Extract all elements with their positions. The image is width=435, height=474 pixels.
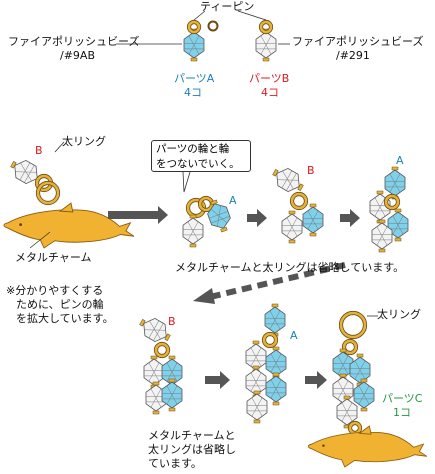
jump-ring-highlight [154, 342, 170, 358]
arrow-5 [305, 371, 327, 389]
step1-bead-b [10, 159, 42, 185]
omitted-note-b-2: 太リングは省略し [148, 443, 236, 456]
step4-bead-a [384, 166, 406, 200]
enlarge-note-3: を拡大しています。 [16, 312, 114, 325]
step2-bead-a [207, 199, 231, 233]
step7-dolphin-charm [307, 425, 428, 468]
arrow-4 [205, 371, 230, 389]
step7-big-ring-label: 太リング [377, 308, 421, 321]
part-b-name: ファイアポリッシュビーズ [292, 35, 424, 48]
arrow-1 [108, 206, 168, 224]
omitted-note-b-3: ています。 [148, 457, 202, 470]
step1-charm-label: メタルチャーム [15, 251, 92, 264]
step3-b-marker: B [307, 164, 315, 177]
jump-ring-highlight [342, 339, 358, 355]
part-b-label: パーツB [249, 72, 290, 85]
step7-bead-b2 [336, 395, 358, 429]
step2-bead-b [182, 214, 204, 248]
enlarge-note-2: ために、ピンの輪 [16, 298, 104, 311]
part-c-label: パーツC [382, 392, 423, 405]
jump-ring-highlight [259, 20, 273, 34]
step3-bead-b [272, 167, 304, 193]
step5-bead-a2 [161, 378, 183, 412]
arrow-3 [340, 209, 360, 227]
jump-ring-highlight [187, 20, 201, 34]
step6-bead-b3 [246, 390, 268, 424]
part-a-code: /#9AB [60, 49, 95, 62]
t-pin-label: ティーピン [200, 0, 255, 13]
part-a-bead [183, 28, 205, 62]
part-b-code: /#291 [336, 49, 370, 62]
jump-ring-highlight [36, 181, 60, 205]
part-b-qty: 4コ [261, 86, 279, 99]
step1-b-marker: B [35, 144, 43, 157]
step6-a-marker: A [290, 329, 298, 342]
part-a-label: パーツA [174, 72, 215, 85]
jump-ring-highlight [339, 311, 367, 339]
part-b-bead [255, 28, 277, 62]
step3-bead-a [302, 203, 324, 237]
callout-tail [182, 171, 191, 193]
callout-line-1: パーツの輪と輪 [156, 143, 230, 155]
arrow-2 [247, 209, 267, 227]
jump-ring-highlight [262, 332, 278, 348]
pin-loop-a [207, 20, 219, 32]
part-a-qty: 4コ [184, 86, 202, 99]
omitted-note: メタルチャームと太リングは省略しています。 [175, 261, 405, 274]
step1-charm-leader [29, 231, 51, 249]
step1-dolphin-charm [3, 202, 135, 249]
step6-bead-a3 [265, 372, 287, 406]
jump-ring-highlight [384, 194, 400, 210]
step5-bead-b [139, 317, 171, 343]
part-c-qty: 1コ [393, 406, 411, 419]
step4-a-marker: A [396, 154, 404, 167]
pin-leader-b [237, 10, 267, 21]
step4-bead-b2 [371, 219, 393, 253]
jump-ring-highlight [290, 192, 308, 210]
step2-a-marker: A [229, 194, 237, 207]
step1-big-ring-leader [54, 141, 65, 153]
step4-bead-a2 [387, 208, 409, 242]
step1-big-ring-label: 太リング [62, 135, 106, 148]
part-a-name: ファイアポリッシュビーズ [8, 35, 140, 48]
step5-b-marker: B [168, 315, 176, 328]
enlarge-note-1: ※分かりやすくする [6, 284, 104, 297]
transition-arrow-shaft [209, 262, 346, 300]
pin-leader-a [193, 10, 206, 21]
step6-bead-a [264, 303, 286, 337]
callout-line-2: をつないでいく。 [156, 158, 240, 170]
callout-box: パーツの輪と輪 をつないでいく。 [151, 140, 251, 172]
step7-bead-a3 [353, 378, 375, 412]
omitted-note-b-1: メタルチャームと [148, 429, 236, 442]
step3-bead-b2 [281, 210, 303, 244]
transition-arrow-head [193, 288, 215, 304]
